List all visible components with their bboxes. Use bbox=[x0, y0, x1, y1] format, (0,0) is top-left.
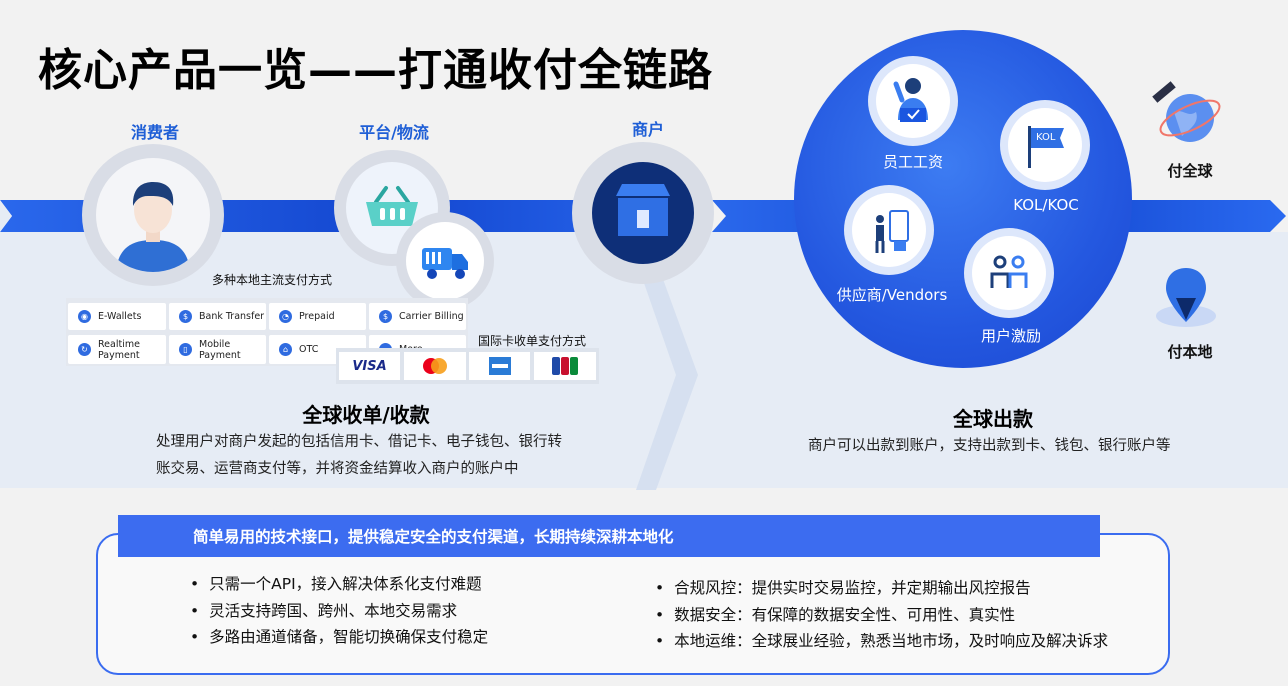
method-prepaid: ◔Prepaid bbox=[269, 303, 366, 330]
logistics-ring bbox=[396, 212, 494, 310]
kol-badge: KOL bbox=[1036, 132, 1056, 143]
platform-label: 平台/物流 bbox=[359, 123, 429, 142]
amex-logo bbox=[469, 352, 530, 380]
salary-ring bbox=[868, 56, 958, 146]
truck-icon bbox=[406, 222, 484, 300]
mastercard-logo bbox=[404, 352, 466, 380]
globe-satellite-icon bbox=[1148, 78, 1224, 150]
bank-icon: $ bbox=[179, 310, 192, 323]
store-small-icon: ⌂ bbox=[279, 343, 292, 356]
incentive-ring bbox=[964, 228, 1054, 318]
intl-cards-heading: 国际卡收单支付方式 bbox=[478, 334, 587, 348]
chevron-divider bbox=[636, 260, 698, 490]
payout-title: 全球出款 bbox=[953, 407, 1033, 431]
feature-item: 数据安全：有保障的数据安全性、可用性、真实性 bbox=[655, 602, 1108, 629]
feature-item: 灵活支持跨国、跨州、本地交易需求 bbox=[190, 598, 488, 625]
map-pin-icon bbox=[1154, 264, 1218, 330]
feature-item: 合规风控：提供实时交易监控，并定期输出风控报告 bbox=[655, 575, 1108, 602]
payout-item-vendors: 供应商/Vendors bbox=[836, 286, 948, 304]
payout-circle bbox=[794, 30, 1132, 368]
features-right-list: 合规风控：提供实时交易监控，并定期输出风控报告 数据安全：有保障的数据安全性、可… bbox=[655, 575, 1108, 655]
vendor-icon bbox=[852, 193, 926, 267]
feature-item: 只需一个API，接入解决体系化支付难题 bbox=[190, 571, 488, 598]
visa-logo: VISA bbox=[339, 352, 400, 380]
page-title: 核心产品一览——打通收付全链路 bbox=[38, 45, 713, 96]
payout-item-kol: KOL/KOC bbox=[1013, 196, 1079, 214]
pay-local-label: 付本地 bbox=[1167, 343, 1213, 361]
prepaid-icon: ◔ bbox=[279, 310, 292, 323]
feature-item: 多路由通道储备，智能切换确保支付稳定 bbox=[190, 624, 488, 651]
jcb-logo bbox=[534, 352, 596, 380]
features-left-list: 只需一个API，接入解决体系化支付难题 灵活支持跨国、跨州、本地交易需求 多路由… bbox=[190, 571, 488, 651]
consumer-avatar-icon bbox=[96, 158, 210, 272]
collection-desc-line1: 处理用户对商户发起的包括信用卡、借记卡、电子钱包、银行转 bbox=[156, 434, 562, 450]
local-methods-heading: 多种本地主流支付方式 bbox=[212, 273, 333, 287]
method-e-wallets: ◉E-Wallets bbox=[68, 303, 166, 330]
method-realtime-payment: ↻Realtime Payment bbox=[68, 335, 166, 364]
payout-desc: 商户可以出款到账户，支持出款到卡、钱包、银行账户等 bbox=[808, 438, 1171, 454]
realtime-icon: ↻ bbox=[78, 343, 91, 356]
employee-icon bbox=[876, 64, 950, 138]
merchant-ring bbox=[572, 142, 714, 284]
payout-item-salary: 员工工资 bbox=[882, 153, 944, 171]
store-icon bbox=[592, 162, 694, 264]
method-mobile-payment: ▯Mobile Payment bbox=[169, 335, 266, 364]
phone-icon: $ bbox=[379, 310, 392, 323]
mobile-icon: ▯ bbox=[179, 343, 192, 356]
collection-title: 全球收单/收款 bbox=[302, 403, 430, 427]
pay-global-label: 付全球 bbox=[1167, 162, 1213, 180]
kol-flag-icon: KOL bbox=[1008, 108, 1082, 182]
vendor-ring bbox=[844, 185, 934, 275]
consumer-avatar-ring bbox=[82, 144, 224, 286]
users-icon bbox=[972, 236, 1046, 310]
merchant-label: 商户 bbox=[631, 120, 665, 139]
method-carrier-billing: $Carrier Billing bbox=[369, 303, 466, 330]
collection-desc-line2: 账交易、运营商支付等，并将资金结算收入商户的账户中 bbox=[156, 461, 519, 477]
wallet-icon: ◉ bbox=[78, 310, 91, 323]
kol-ring: KOL bbox=[1000, 100, 1090, 190]
consumer-label: 消费者 bbox=[130, 123, 180, 142]
feature-item: 本地运维：全球展业经验，熟悉当地市场，及时响应及解决诉求 bbox=[655, 628, 1108, 655]
features-banner: 简单易用的技术接口，提供稳定安全的支付渠道，长期持续深耕本地化 bbox=[118, 515, 1100, 557]
payout-item-incentive: 用户激励 bbox=[980, 327, 1042, 345]
method-bank-transfer: $Bank Transfer bbox=[169, 303, 266, 330]
